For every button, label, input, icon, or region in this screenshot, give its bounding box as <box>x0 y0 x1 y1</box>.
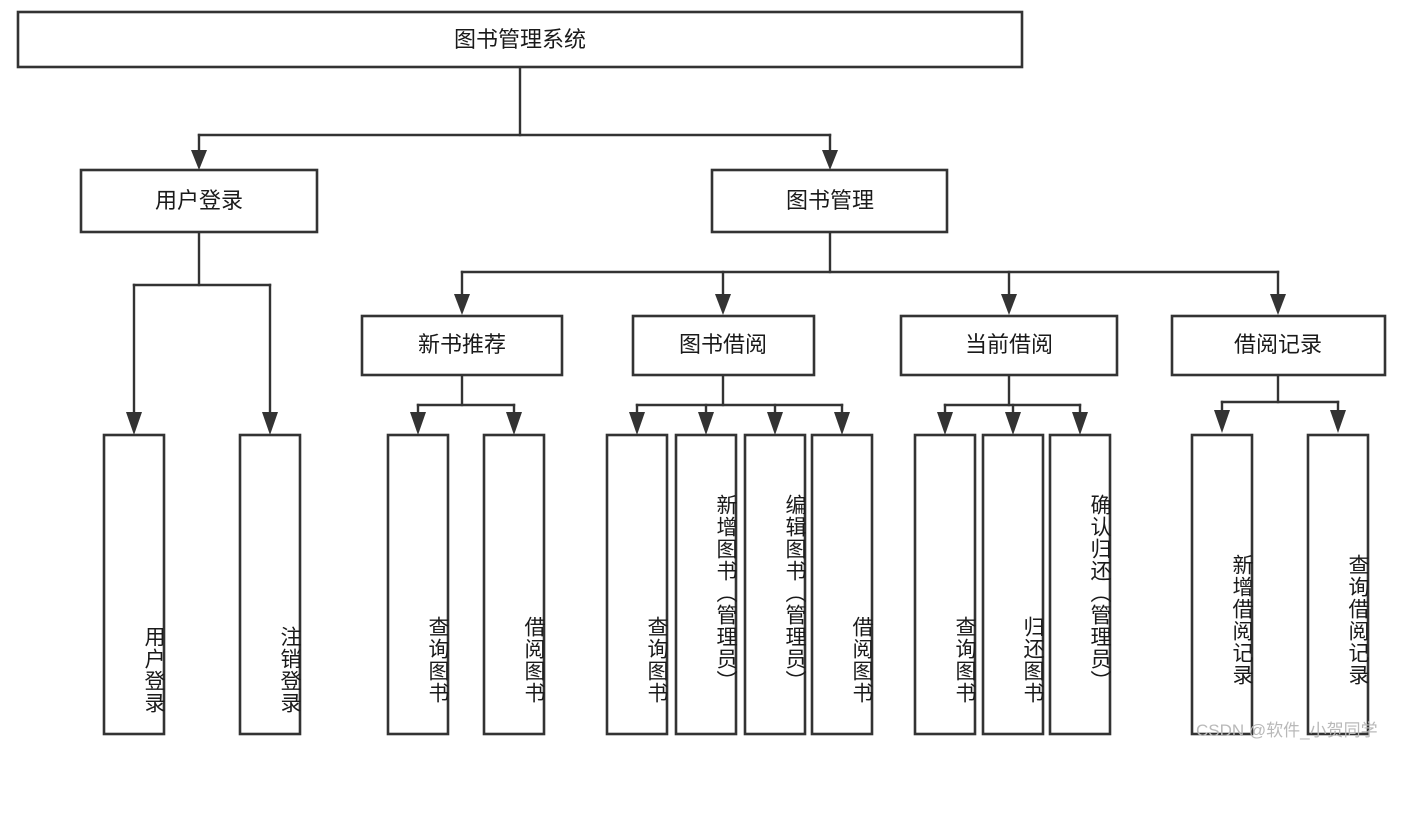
arrow-leaf-borrow-book-1 <box>506 412 522 435</box>
arrow-borrow-record <box>1270 294 1286 315</box>
arrow-leaf-add-book <box>698 412 714 435</box>
arrow-leaf-query-book-1 <box>410 412 426 435</box>
node-leaf-query-book-3[interactable] <box>913 433 977 736</box>
arrow-leaf-edit-book <box>767 412 783 435</box>
node-current-borrow[interactable] <box>899 314 1119 377</box>
hierarchy-tree-svg: 图书管理系统 用户登录 图书管理 新书推荐 图书借阅 当前借阅 借阅记录 <box>16 10 1387 736</box>
arrow-leaf-query-book-2 <box>629 412 645 435</box>
node-leaf-borrow-book-1[interactable] <box>482 433 546 736</box>
node-leaf-user-logout[interactable] <box>238 433 302 736</box>
arrow-new-book-rec <box>454 294 470 315</box>
diagram-canvas: 图书管理系统 用户登录 图书管理 新书推荐 图书借阅 当前借阅 借阅记录 <box>16 10 1387 740</box>
node-new-book-rec[interactable] <box>360 314 564 377</box>
arrow-book-borrow <box>715 294 731 315</box>
node-current-borrow-label: 当前借阅 <box>965 332 1053 357</box>
node-leaf-edit-book-admin[interactable] <box>743 433 807 736</box>
arrow-leaf-query-book-3 <box>937 412 953 435</box>
arrow-leaf-user-login <box>126 412 142 435</box>
node-leaf-return-book[interactable] <box>981 433 1045 736</box>
arrow-leaf-confirm-return <box>1072 412 1088 435</box>
node-leaf-add-book-admin[interactable] <box>674 433 738 736</box>
arrow-leaf-return-book <box>1005 412 1021 435</box>
node-user-login-label: 用户登录 <box>155 188 243 213</box>
connector-layer <box>126 65 1346 435</box>
node-book-borrow[interactable] <box>631 314 816 377</box>
node-user-login[interactable] <box>79 168 319 234</box>
arrow-leaf-query-borrow-record <box>1330 410 1346 433</box>
arrow-user-login <box>191 150 207 170</box>
node-leaf-user-login[interactable] <box>102 433 166 736</box>
node-new-book-rec-label: 新书推荐 <box>418 332 506 357</box>
node-leaf-confirm-return-admin[interactable] <box>1048 433 1112 736</box>
arrow-leaf-user-logout <box>262 412 278 435</box>
node-book-manage[interactable] <box>710 168 949 234</box>
arrow-current-borrow <box>1001 294 1017 315</box>
node-leaf-add-borrow-record[interactable] <box>1190 433 1254 736</box>
node-borrow-record-label: 借阅记录 <box>1234 332 1322 357</box>
node-book-borrow-label: 图书借阅 <box>679 332 767 357</box>
arrow-leaf-borrow-book-2 <box>834 412 850 435</box>
node-leaf-query-book-2[interactable] <box>605 433 669 736</box>
node-leaf-query-borrow-record[interactable] <box>1306 433 1370 736</box>
node-root-label: 图书管理系统 <box>454 27 586 52</box>
node-leaf-query-book-1[interactable] <box>386 433 450 736</box>
node-book-manage-label: 图书管理 <box>786 188 874 213</box>
csdn-watermark: CSDN @软件_小贺同学 <box>1196 721 1378 740</box>
node-borrow-record[interactable] <box>1170 314 1387 377</box>
node-root[interactable] <box>16 10 1024 69</box>
node-layer: 图书管理系统 用户登录 图书管理 新书推荐 图书借阅 当前借阅 借阅记录 <box>16 10 1387 736</box>
node-leaf-borrow-book-2[interactable] <box>810 433 874 736</box>
arrow-leaf-add-borrow-record <box>1214 410 1230 433</box>
arrow-book-manage <box>822 150 838 170</box>
